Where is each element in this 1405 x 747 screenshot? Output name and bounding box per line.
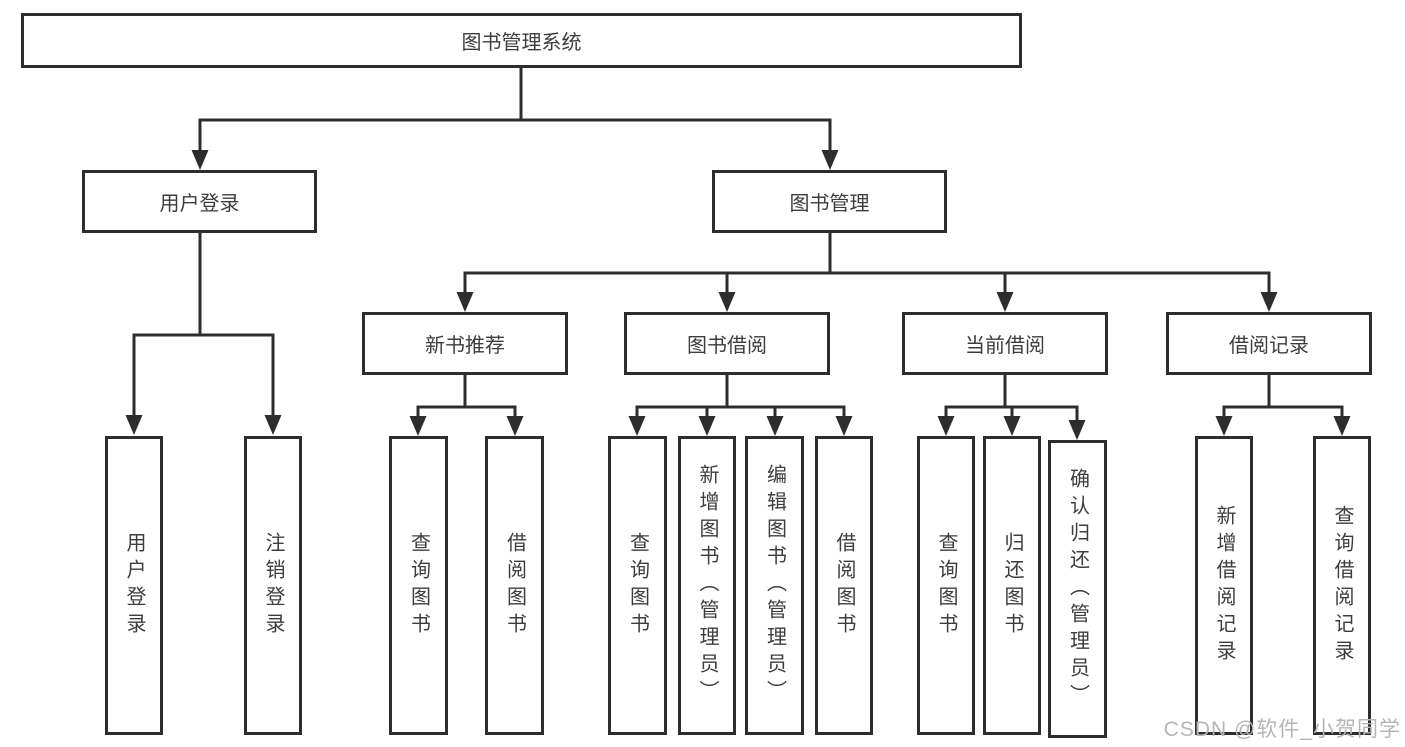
- csdn-watermark: CSDN @软件_小贺同学: [1163, 718, 1401, 741]
- node-book-borrow: 图书借阅: [624, 312, 830, 375]
- leaf-logout: 注销登录: [244, 436, 302, 735]
- node-current-borrow: 当前借阅: [902, 312, 1108, 375]
- leaf-edit-book-admin: 编辑图书（管理员）: [745, 436, 804, 735]
- leaf-user-login: 用户登录: [105, 436, 163, 735]
- node-user-login-branch: 用户登录: [82, 170, 317, 233]
- leaf-query-book-recommend: 查询图书: [389, 436, 448, 735]
- leaf-borrow-book-recommend: 借阅图书: [485, 436, 544, 735]
- leaf-add-book-admin: 新增图书（管理员）: [678, 436, 736, 735]
- leaf-query-book-borrow: 查询图书: [608, 436, 667, 735]
- leaf-query-borrow-record: 查询借阅记录: [1313, 436, 1371, 735]
- leaf-confirm-return-admin: 确认归还（管理员）: [1048, 440, 1107, 738]
- leaf-query-book-current: 查询图书: [917, 436, 975, 735]
- node-borrow-records: 借阅记录: [1166, 312, 1372, 375]
- node-root-system: 图书管理系统: [21, 13, 1022, 68]
- leaf-add-borrow-record: 新增借阅记录: [1195, 436, 1253, 735]
- leaf-borrow-book: 借阅图书: [815, 436, 873, 735]
- node-book-management-branch: 图书管理: [712, 170, 947, 233]
- node-new-book-recommend: 新书推荐: [362, 312, 568, 375]
- leaf-return-book: 归还图书: [983, 436, 1041, 735]
- arrowhead-icons: [125, 150, 1351, 440]
